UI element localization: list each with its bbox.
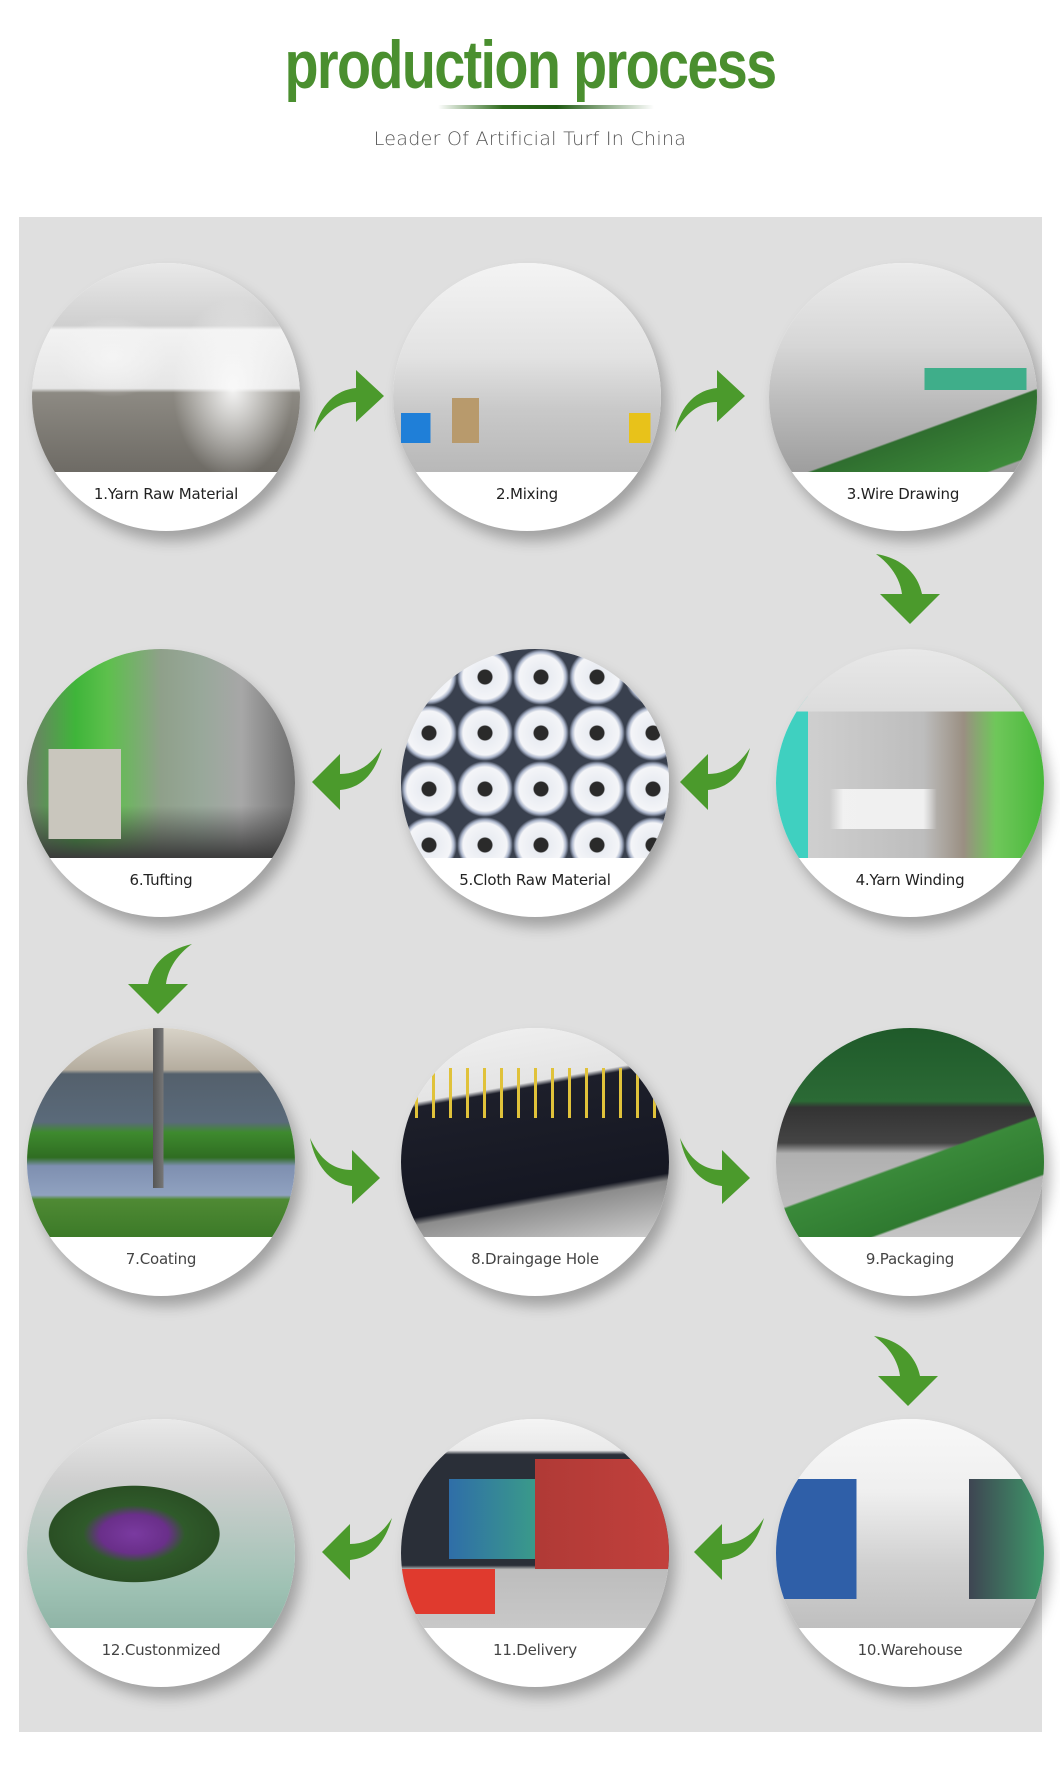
page-subtitle: Leader Of Artificial Turf In China bbox=[373, 128, 687, 150]
arrow-right-icon bbox=[310, 362, 386, 438]
step-11-delivery: 11.Delivery bbox=[401, 1419, 669, 1687]
wire-drawing-details-decoration bbox=[769, 263, 1037, 472]
step-5-cloth-raw-material: 5.Cloth Raw Material bbox=[401, 649, 669, 917]
step-1-yarn-raw-material: 1.Yarn Raw Material bbox=[32, 263, 300, 531]
title-underline-divider bbox=[438, 105, 654, 109]
drainage-needles-decoration bbox=[401, 1028, 669, 1237]
step-label: 8.Draingage Hole bbox=[471, 1250, 599, 1268]
step-7-coating: 7.Coating bbox=[27, 1028, 295, 1296]
step-label: 4.Yarn Winding bbox=[855, 871, 965, 889]
arrow-left-icon bbox=[320, 1512, 396, 1588]
step-label: 1.Yarn Raw Material bbox=[93, 485, 239, 503]
arrow-right-icon bbox=[676, 1132, 752, 1208]
turf-roll-decoration bbox=[776, 1028, 1044, 1237]
custom-logo-decoration bbox=[27, 1419, 295, 1628]
arrow-left-icon bbox=[692, 1512, 768, 1588]
delivery-truck-decoration bbox=[401, 1419, 669, 1628]
photo-cloth-rolls bbox=[401, 649, 669, 858]
step-label: 10.Warehouse bbox=[857, 1641, 963, 1659]
arrow-left-icon bbox=[310, 742, 386, 818]
step-label: 6.Tufting bbox=[129, 871, 193, 889]
yarn-winding-details-decoration bbox=[776, 649, 1044, 858]
step-2-mixing: 2.Mixing bbox=[393, 263, 661, 531]
arrow-left-icon bbox=[678, 742, 754, 818]
arrow-right-icon bbox=[306, 1132, 382, 1208]
coating-nozzle-decoration bbox=[27, 1028, 295, 1237]
bags-stack-decoration bbox=[32, 263, 300, 472]
arrow-right-icon bbox=[671, 362, 747, 438]
step-9-packaging: 9.Packaging bbox=[776, 1028, 1044, 1296]
step-12-custonmized: 12.Custonmized bbox=[27, 1419, 295, 1687]
step-label: 12.Custonmized bbox=[101, 1641, 221, 1659]
step-label: 9.Packaging bbox=[865, 1250, 955, 1268]
mixing-details-decoration bbox=[393, 263, 661, 472]
step-label: 2.Mixing bbox=[496, 485, 558, 503]
step-10-warehouse: 10.Warehouse bbox=[776, 1419, 1044, 1687]
tufting-details-decoration bbox=[27, 649, 295, 858]
step-4-yarn-winding: 4.Yarn Winding bbox=[776, 649, 1044, 917]
step-8-draingage-hole: 8.Draingage Hole bbox=[401, 1028, 669, 1296]
warehouse-racks-decoration bbox=[776, 1419, 1044, 1628]
step-label: 5.Cloth Raw Material bbox=[459, 871, 611, 889]
step-6-tufting: 6.Tufting bbox=[27, 649, 295, 917]
page-title: production process bbox=[284, 27, 778, 103]
step-label: 3.Wire Drawing bbox=[846, 485, 960, 503]
arrow-down-icon bbox=[868, 1332, 944, 1408]
step-3-wire-drawing: 3.Wire Drawing bbox=[769, 263, 1037, 531]
step-label: 7.Coating bbox=[125, 1250, 197, 1268]
arrow-down-icon bbox=[870, 550, 946, 626]
step-label: 11.Delivery bbox=[493, 1641, 577, 1659]
arrow-down-icon bbox=[122, 940, 198, 1016]
